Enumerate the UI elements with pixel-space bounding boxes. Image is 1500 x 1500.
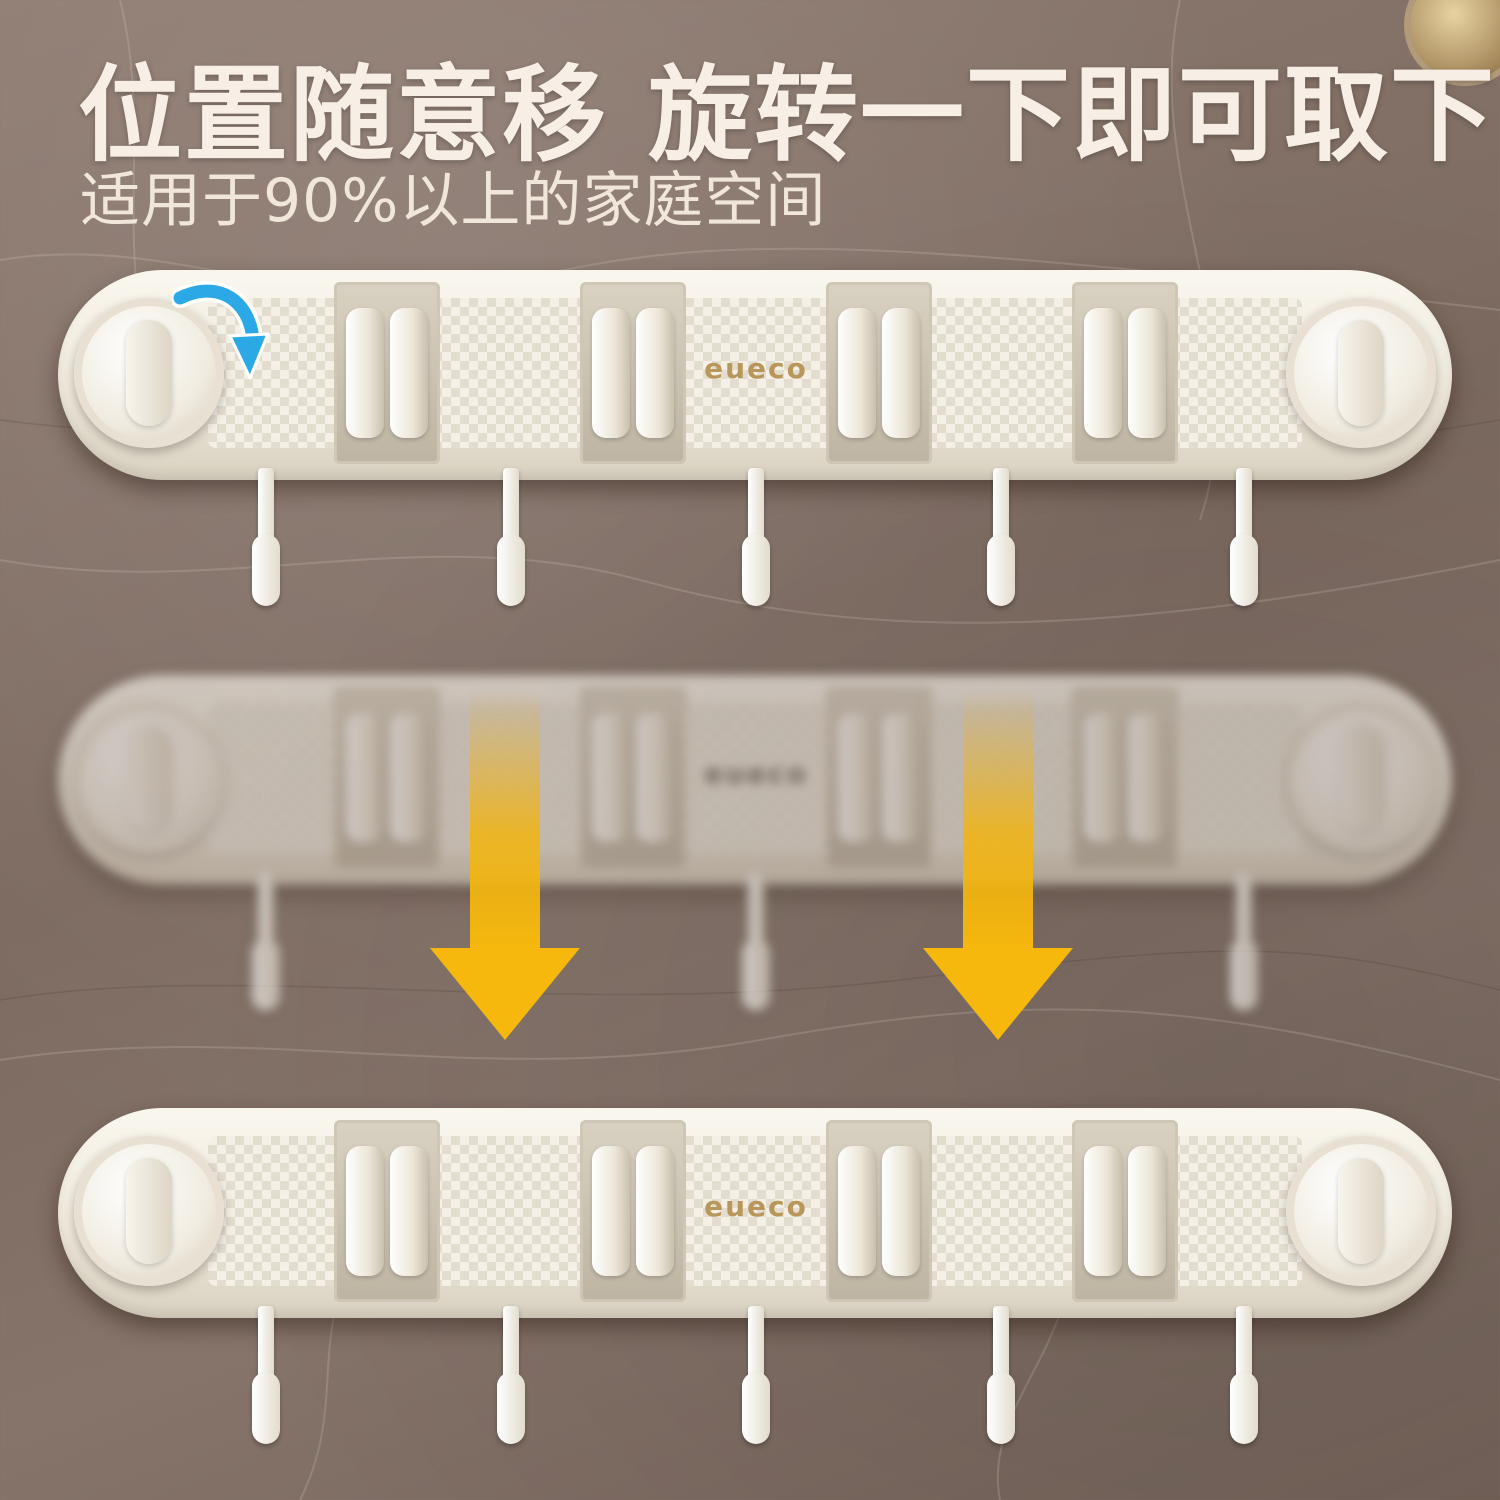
suction-knob-right bbox=[1286, 298, 1436, 448]
hook bbox=[495, 1306, 527, 1444]
hook bbox=[985, 468, 1017, 606]
suction-knob-left bbox=[74, 1136, 224, 1286]
mop-clamp bbox=[334, 282, 440, 464]
headline-part-2: 旋转一下即可取下 bbox=[648, 54, 1497, 176]
hook bbox=[250, 1306, 282, 1444]
rotate-clockwise-arrow-icon bbox=[172, 281, 270, 380]
mop-clamp bbox=[826, 282, 932, 464]
mop-clamp bbox=[1072, 282, 1178, 464]
mop-clamp bbox=[1072, 687, 1178, 869]
mop-clamp bbox=[580, 687, 686, 869]
hook bbox=[985, 1306, 1017, 1444]
mop-rack-bottom: eueco bbox=[58, 1108, 1452, 1444]
hook bbox=[740, 873, 772, 1011]
brand-logo: eueco bbox=[704, 1190, 808, 1223]
mop-rack-top: eueco bbox=[58, 270, 1452, 606]
mop-clamp bbox=[826, 1120, 932, 1302]
suction-knob-left bbox=[74, 703, 224, 853]
hook bbox=[1228, 1306, 1260, 1444]
down-arrow-icon bbox=[923, 690, 1073, 1040]
headline: 位置随意移旋转一下即可取下 bbox=[78, 30, 1494, 181]
hook bbox=[250, 468, 282, 606]
suction-knob-left bbox=[74, 298, 224, 448]
suction-knob-right bbox=[1286, 703, 1436, 853]
hook bbox=[740, 468, 772, 606]
mop-clamp bbox=[580, 1120, 686, 1302]
hook bbox=[250, 873, 282, 1011]
hook bbox=[1228, 873, 1260, 1011]
mop-clamp bbox=[334, 687, 440, 869]
down-arrow-icon bbox=[430, 690, 580, 1040]
hook bbox=[495, 468, 527, 606]
hook bbox=[1228, 468, 1260, 606]
brand-logo: eueco bbox=[704, 352, 808, 385]
mop-rack-motion-blur: eueco bbox=[58, 675, 1452, 1011]
mop-clamp bbox=[334, 1120, 440, 1302]
subtitle: 适用于90%以上的家庭空间 bbox=[80, 166, 827, 236]
mop-clamp bbox=[826, 687, 932, 869]
headline-part-1: 位置随意移 bbox=[78, 54, 609, 176]
hook bbox=[740, 1306, 772, 1444]
mop-clamp bbox=[580, 282, 686, 464]
mop-clamp bbox=[1072, 1120, 1178, 1302]
brand-logo: eueco bbox=[704, 757, 808, 790]
suction-knob-right bbox=[1286, 1136, 1436, 1286]
